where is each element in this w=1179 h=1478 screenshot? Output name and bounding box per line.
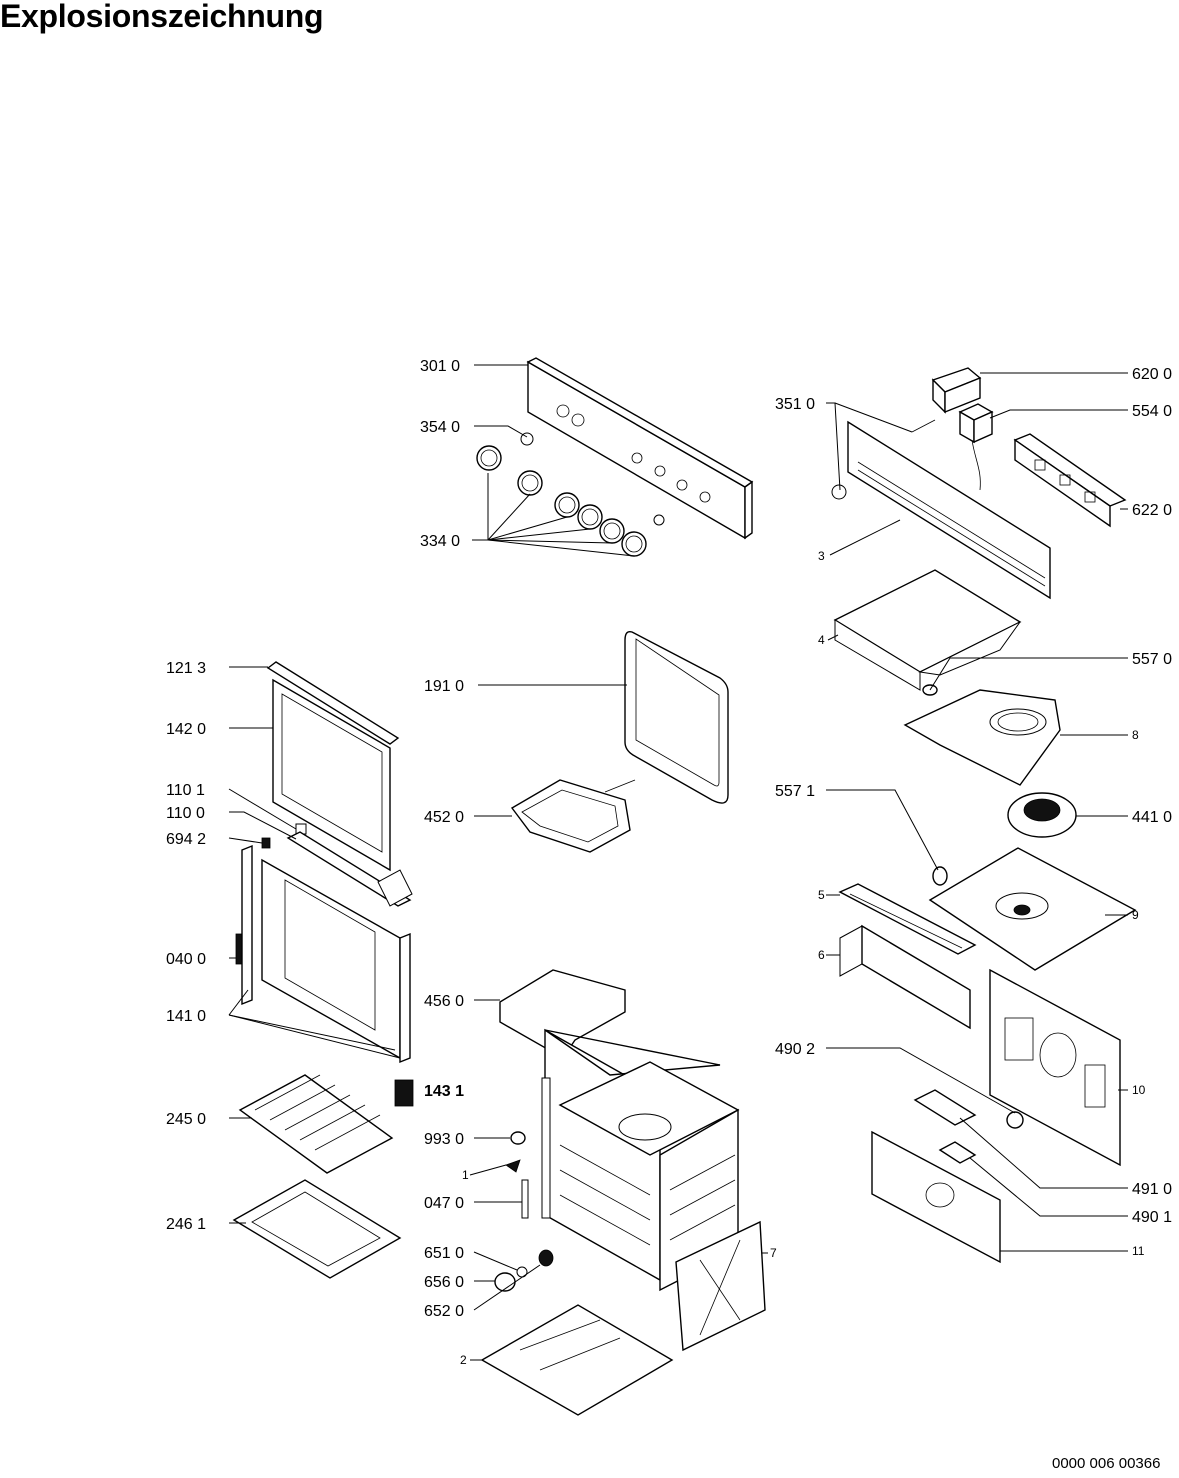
callout-6200: 620 0	[1132, 366, 1172, 383]
callout-1: 1	[462, 1168, 469, 1182]
fan-housing-part	[903, 689, 1061, 786]
drawing-number: 0000 006 00366	[1052, 1455, 1161, 1472]
callout-3340: 334 0	[420, 533, 460, 550]
bottom-plate-part	[480, 1304, 674, 1416]
callout-4901: 490 1	[1132, 1209, 1172, 1226]
upper-heating-element-part	[510, 779, 636, 853]
callout-8: 8	[1132, 728, 1139, 742]
callout-9: 9	[1132, 908, 1139, 922]
callout-4: 4	[818, 633, 825, 647]
callout-6220: 622 0	[1132, 502, 1172, 519]
callout-3010: 301 0	[420, 358, 460, 375]
inner-glass-part	[272, 678, 391, 872]
door-gasket-part	[624, 630, 729, 804]
callout-3510: 351 0	[775, 396, 815, 413]
callout-6520: 652 0	[424, 1303, 464, 1320]
door-stop-part	[394, 1079, 414, 1107]
callout-4520: 452 0	[424, 809, 464, 826]
callout-5: 5	[818, 888, 825, 902]
callout-6: 6	[818, 948, 825, 962]
callout-4410: 441 0	[1132, 809, 1172, 826]
back-panel-part	[989, 968, 1121, 1167]
spacer-part	[516, 1266, 528, 1278]
selector-switch-part	[1013, 433, 1127, 528]
clip-part	[261, 837, 271, 849]
callout-9930: 993 0	[424, 1131, 464, 1148]
spring-part	[538, 1249, 554, 1267]
control-bracket-part	[831, 420, 1051, 600]
callout-4910: 491 0	[1132, 1181, 1172, 1198]
callout-6510: 651 0	[424, 1245, 464, 1262]
callout-7: 7	[770, 1246, 777, 1260]
switch-part	[911, 367, 982, 433]
callout-1213: 121 3	[166, 660, 206, 677]
callout-1420: 142 0	[166, 721, 206, 738]
callout-labels: 301 0 354 0 334 0 351 0 620 0 554 0 622 …	[166, 358, 1172, 1367]
callout-0470: 047 0	[424, 1195, 464, 1212]
callout-1410: 141 0	[166, 1008, 206, 1025]
wire-shelf-part	[238, 1074, 394, 1174]
callout-1910: 191 0	[424, 678, 464, 695]
callout-1101: 110 1	[166, 782, 205, 799]
connector-part	[938, 1141, 977, 1164]
callout-4902: 490 2	[775, 1041, 815, 1058]
thermostat-part	[958, 403, 994, 491]
door-hinge-part	[286, 823, 413, 907]
rear-plate-part	[871, 1130, 1001, 1264]
callout-11: 11	[1132, 1244, 1145, 1258]
callout-2461: 246 1	[166, 1216, 206, 1233]
control-panel-part	[526, 357, 754, 540]
fan-motor-part	[1007, 792, 1077, 838]
callout-2450: 245 0	[166, 1111, 206, 1128]
callout-6560: 656 0	[424, 1274, 464, 1291]
hinge-receiver-part	[521, 1179, 529, 1219]
lamp-part	[1006, 1111, 1024, 1129]
callout-1100: 110 0	[166, 805, 205, 822]
callout-1431: 143 1	[424, 1083, 464, 1100]
callout-0400: 040 0	[166, 951, 206, 968]
callout-4560: 456 0	[424, 993, 464, 1010]
terminal-block-part	[913, 1089, 977, 1126]
callout-5571: 557 1	[775, 783, 815, 800]
door-side-profile-part	[241, 844, 411, 1064]
page-title: Explosionszeichnung	[0, 0, 324, 34]
small-knob-part	[520, 432, 665, 526]
control-knobs-part	[476, 445, 647, 557]
callout-5570: 557 0	[1132, 651, 1172, 668]
callout-3: 3	[818, 549, 825, 563]
leader-lines	[228, 364, 1128, 1361]
callout-3540: 354 0	[420, 419, 460, 436]
callout-2: 2	[460, 1353, 467, 1367]
thermostat-lower-part	[932, 866, 948, 886]
lower-heating-element-part	[499, 969, 626, 1059]
side-panel-part	[675, 1220, 766, 1352]
rear-cover-part	[928, 847, 1137, 971]
catch-part	[505, 1159, 521, 1173]
callout-10: 10	[1132, 1083, 1146, 1097]
side-bracket-part	[839, 924, 971, 1030]
door-top-strip-part	[266, 661, 400, 745]
baking-tray-part	[232, 1179, 402, 1279]
lamp-holder-part	[510, 1131, 526, 1145]
callout-5540: 554 0	[1132, 403, 1172, 420]
top-bracket-part	[838, 883, 977, 955]
shield-plate-part	[833, 569, 1022, 691]
callout-6942: 694 2	[166, 831, 206, 848]
